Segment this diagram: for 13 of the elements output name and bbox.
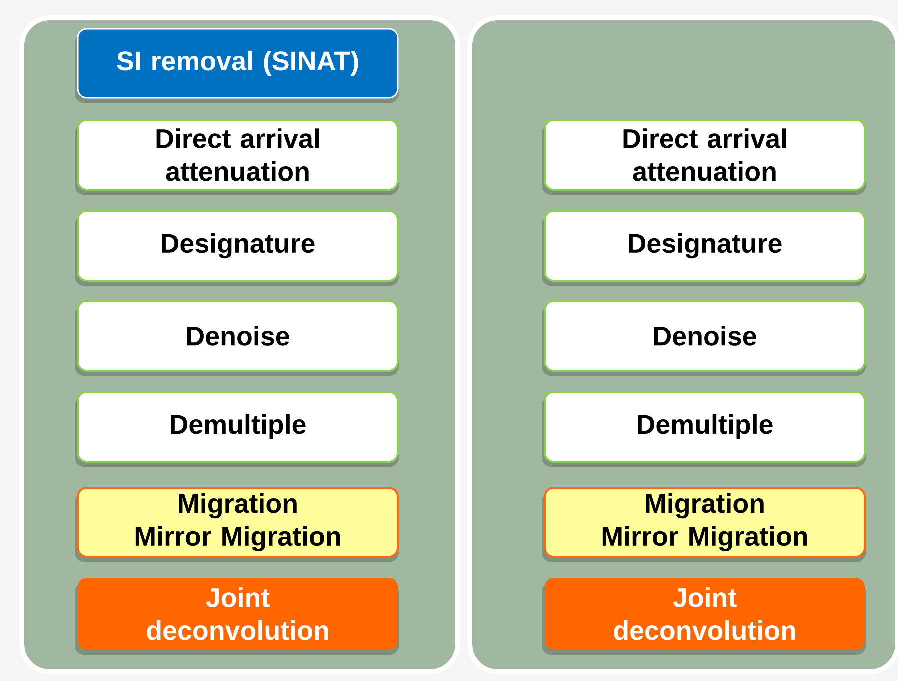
- step-box: Denoise: [77, 300, 399, 372]
- step-box: Direct arrival attenuation: [544, 118, 866, 191]
- step-box: Joint deconvolution: [545, 578, 865, 650]
- step-box: Migration Mirror Migration: [544, 486, 866, 558]
- step-box: Migration Mirror Migration: [77, 486, 399, 558]
- step-box: Designature: [77, 210, 399, 282]
- step-box: Demultiple: [77, 390, 399, 463]
- step-box: Demultiple: [544, 390, 866, 463]
- step-box: Direct arrival attenuation: [77, 118, 399, 191]
- step-box: Denoise: [544, 300, 866, 372]
- step-box: SI removal (SINAT): [77, 28, 399, 99]
- step-box: Joint deconvolution: [78, 578, 398, 650]
- step-box: Designature: [544, 210, 866, 282]
